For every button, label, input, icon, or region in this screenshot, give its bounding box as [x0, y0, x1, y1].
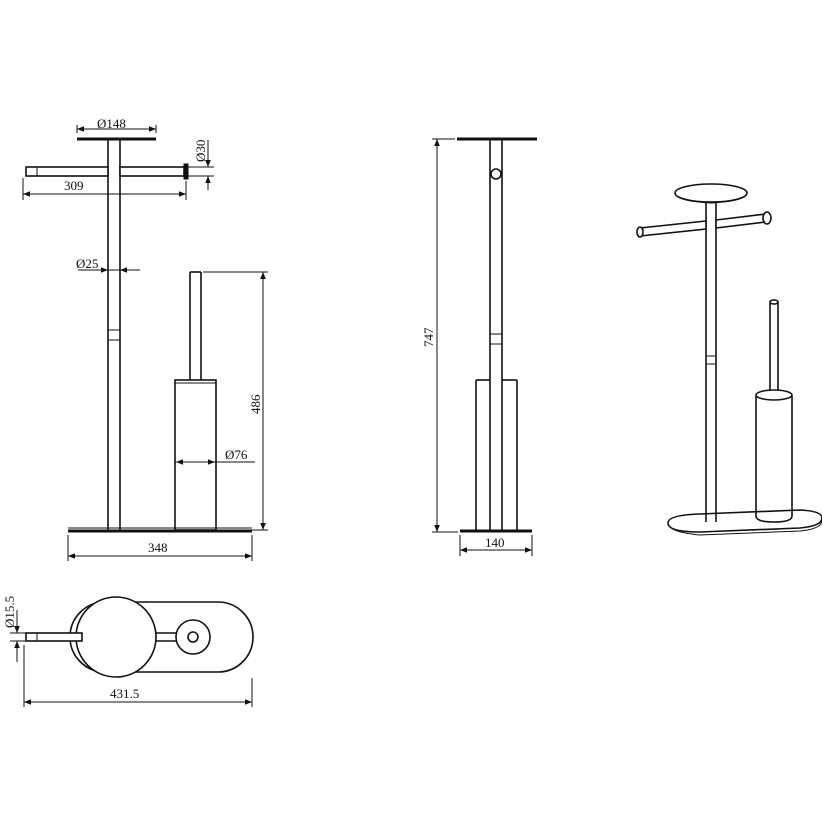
dim-arm-span: 309 [22, 178, 187, 200]
side-arm-end [490, 168, 502, 180]
dim-top-disc-value: 148 [106, 116, 126, 131]
front-pole [107, 140, 121, 530]
diameter-symbol: Ø [97, 116, 106, 131]
dim-base-width-value: 348 [148, 540, 168, 555]
dim-rod-diameter: Ø15.5 [2, 596, 28, 662]
plan-brush-holder [175, 619, 211, 655]
dim-holder-height: 486 [203, 271, 268, 531]
svg-text:Ø76: Ø76 [225, 447, 248, 462]
side-brush-holder [475, 379, 518, 530]
dim-total-height: 747 [421, 138, 458, 533]
dim-base-depth: 140 [459, 535, 533, 556]
diameter-symbol: Ø [193, 153, 208, 162]
svg-text:Ø25: Ø25 [76, 256, 98, 271]
dim-pole-value: 25 [85, 256, 98, 271]
dim-arm-diameter: Ø30 [188, 140, 214, 190]
perspective-pole [705, 198, 717, 522]
plan-base [69, 601, 254, 673]
dim-base-width: 348 [67, 535, 253, 561]
front-view: Ø148 Ø30 309 Ø25 486 [22, 116, 268, 561]
perspective-brush-holder [755, 389, 793, 523]
side-pole [489, 140, 503, 530]
dim-rod-value: 15.5 [2, 596, 17, 619]
plan-top-disc [75, 596, 157, 678]
svg-text:Ø148: Ø148 [97, 116, 126, 131]
dim-holder-diameter: Ø76 [175, 447, 255, 465]
dim-base-depth-value: 140 [485, 535, 505, 550]
perspective-arms [636, 211, 772, 238]
perspective-top-disc [674, 183, 748, 203]
front-arms [25, 163, 189, 180]
perspective-brush-handle [769, 299, 779, 392]
dim-top-disc: Ø148 [76, 116, 157, 133]
diameter-symbol: Ø [2, 619, 17, 628]
dim-holder-height-value: 486 [248, 394, 263, 414]
svg-text:Ø15.5: Ø15.5 [2, 596, 17, 628]
dim-plan-length: 431.5 [23, 645, 253, 707]
front-base [68, 527, 252, 533]
front-brush-handle [189, 271, 202, 380]
dim-holder-diameter-value: 76 [234, 447, 248, 462]
dim-pole-diameter: Ø25 [76, 256, 140, 273]
front-brush-holder [174, 379, 217, 531]
svg-text:Ø30: Ø30 [193, 140, 208, 162]
side-view: 747 140 [421, 137, 537, 556]
dim-total-height-value: 747 [421, 327, 436, 347]
perspective-base [667, 509, 822, 533]
diameter-symbol: Ø [76, 256, 85, 271]
dim-arm-span-value: 309 [64, 178, 84, 193]
dim-arm-value: 30 [193, 140, 208, 153]
perspective-view [636, 183, 822, 536]
plan-view: Ø15.5 431.5 [2, 596, 254, 707]
dim-plan-length-value: 431.5 [110, 686, 139, 701]
diameter-symbol: Ø [225, 447, 234, 462]
